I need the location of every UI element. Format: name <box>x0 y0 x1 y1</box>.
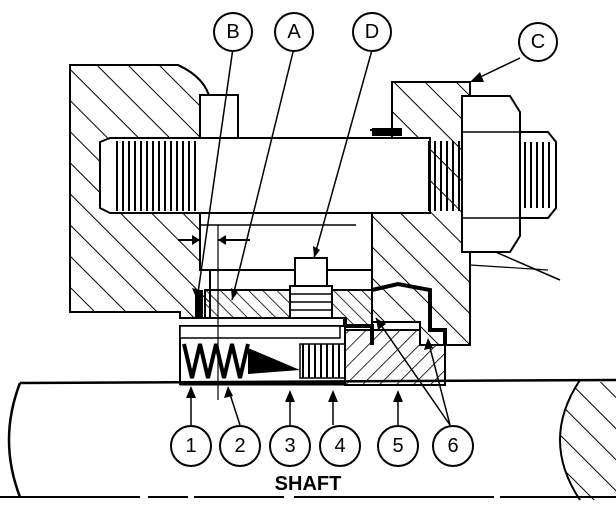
callout-2-label: 2 <box>234 435 245 457</box>
wedge <box>248 348 300 374</box>
shaft <box>0 378 616 501</box>
set-screw <box>289 257 333 319</box>
leader-6a <box>375 317 451 426</box>
callout-d-label: D <box>365 21 379 43</box>
callout-3: 3 <box>269 425 311 467</box>
callout-a: A <box>274 12 314 52</box>
callout-3-label: 3 <box>284 435 295 457</box>
callout-4-label: 4 <box>334 435 345 457</box>
callout-5: 5 <box>377 425 419 467</box>
callout-6-label: 6 <box>447 435 458 457</box>
callout-c-label: C <box>531 31 545 53</box>
shaft-label: SHAFT <box>275 473 342 495</box>
leader-6b <box>427 339 451 426</box>
callout-1-label: 1 <box>185 435 196 457</box>
spring <box>182 343 250 379</box>
callout-5-label: 5 <box>392 435 403 457</box>
leader-d <box>313 49 373 259</box>
callout-b: B <box>213 12 253 52</box>
callout-6: 6 <box>432 425 474 467</box>
gap-dimension <box>178 225 250 400</box>
seal-head <box>179 290 346 386</box>
leader-lines <box>186 47 521 426</box>
through-bolt <box>99 95 557 253</box>
callout-2: 2 <box>219 425 261 467</box>
callout-4: 4 <box>319 425 361 467</box>
hex-nut <box>461 95 521 253</box>
callout-a-label: A <box>287 21 301 43</box>
callout-c: C <box>518 22 558 62</box>
gasket-outline <box>343 281 447 345</box>
bolt-thread-left <box>112 141 200 211</box>
callout-b-label: B <box>226 21 239 43</box>
callout-d: D <box>352 12 392 52</box>
callout-1: 1 <box>170 425 212 467</box>
leader-b <box>196 47 234 301</box>
leader-a <box>231 47 295 301</box>
